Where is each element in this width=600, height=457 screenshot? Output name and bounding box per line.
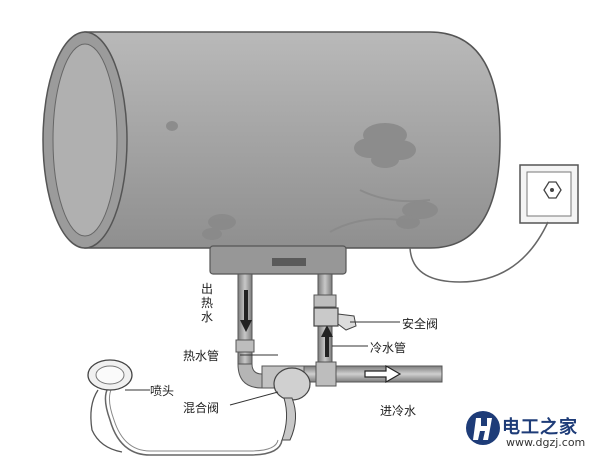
wall-socket <box>520 165 578 223</box>
label-hot-out: 出热水 <box>200 282 214 324</box>
label-safety-valve: 安全阀 <box>402 315 438 332</box>
label-cold-pipe: 冷水管 <box>370 339 406 356</box>
water-heater-tank <box>43 32 500 274</box>
watermark-url: www.dgzj.com <box>506 436 585 449</box>
label-mix-valve: 混合阀 <box>183 399 219 416</box>
mixing-valve <box>262 366 310 440</box>
label-cold-in: 进冷水 <box>380 402 416 419</box>
label-hot-pipe: 热水管 <box>183 347 219 364</box>
watermark-logo <box>466 411 500 445</box>
cold-inlet-pipe <box>300 362 442 386</box>
label-nozzle: 喷头 <box>150 382 174 399</box>
